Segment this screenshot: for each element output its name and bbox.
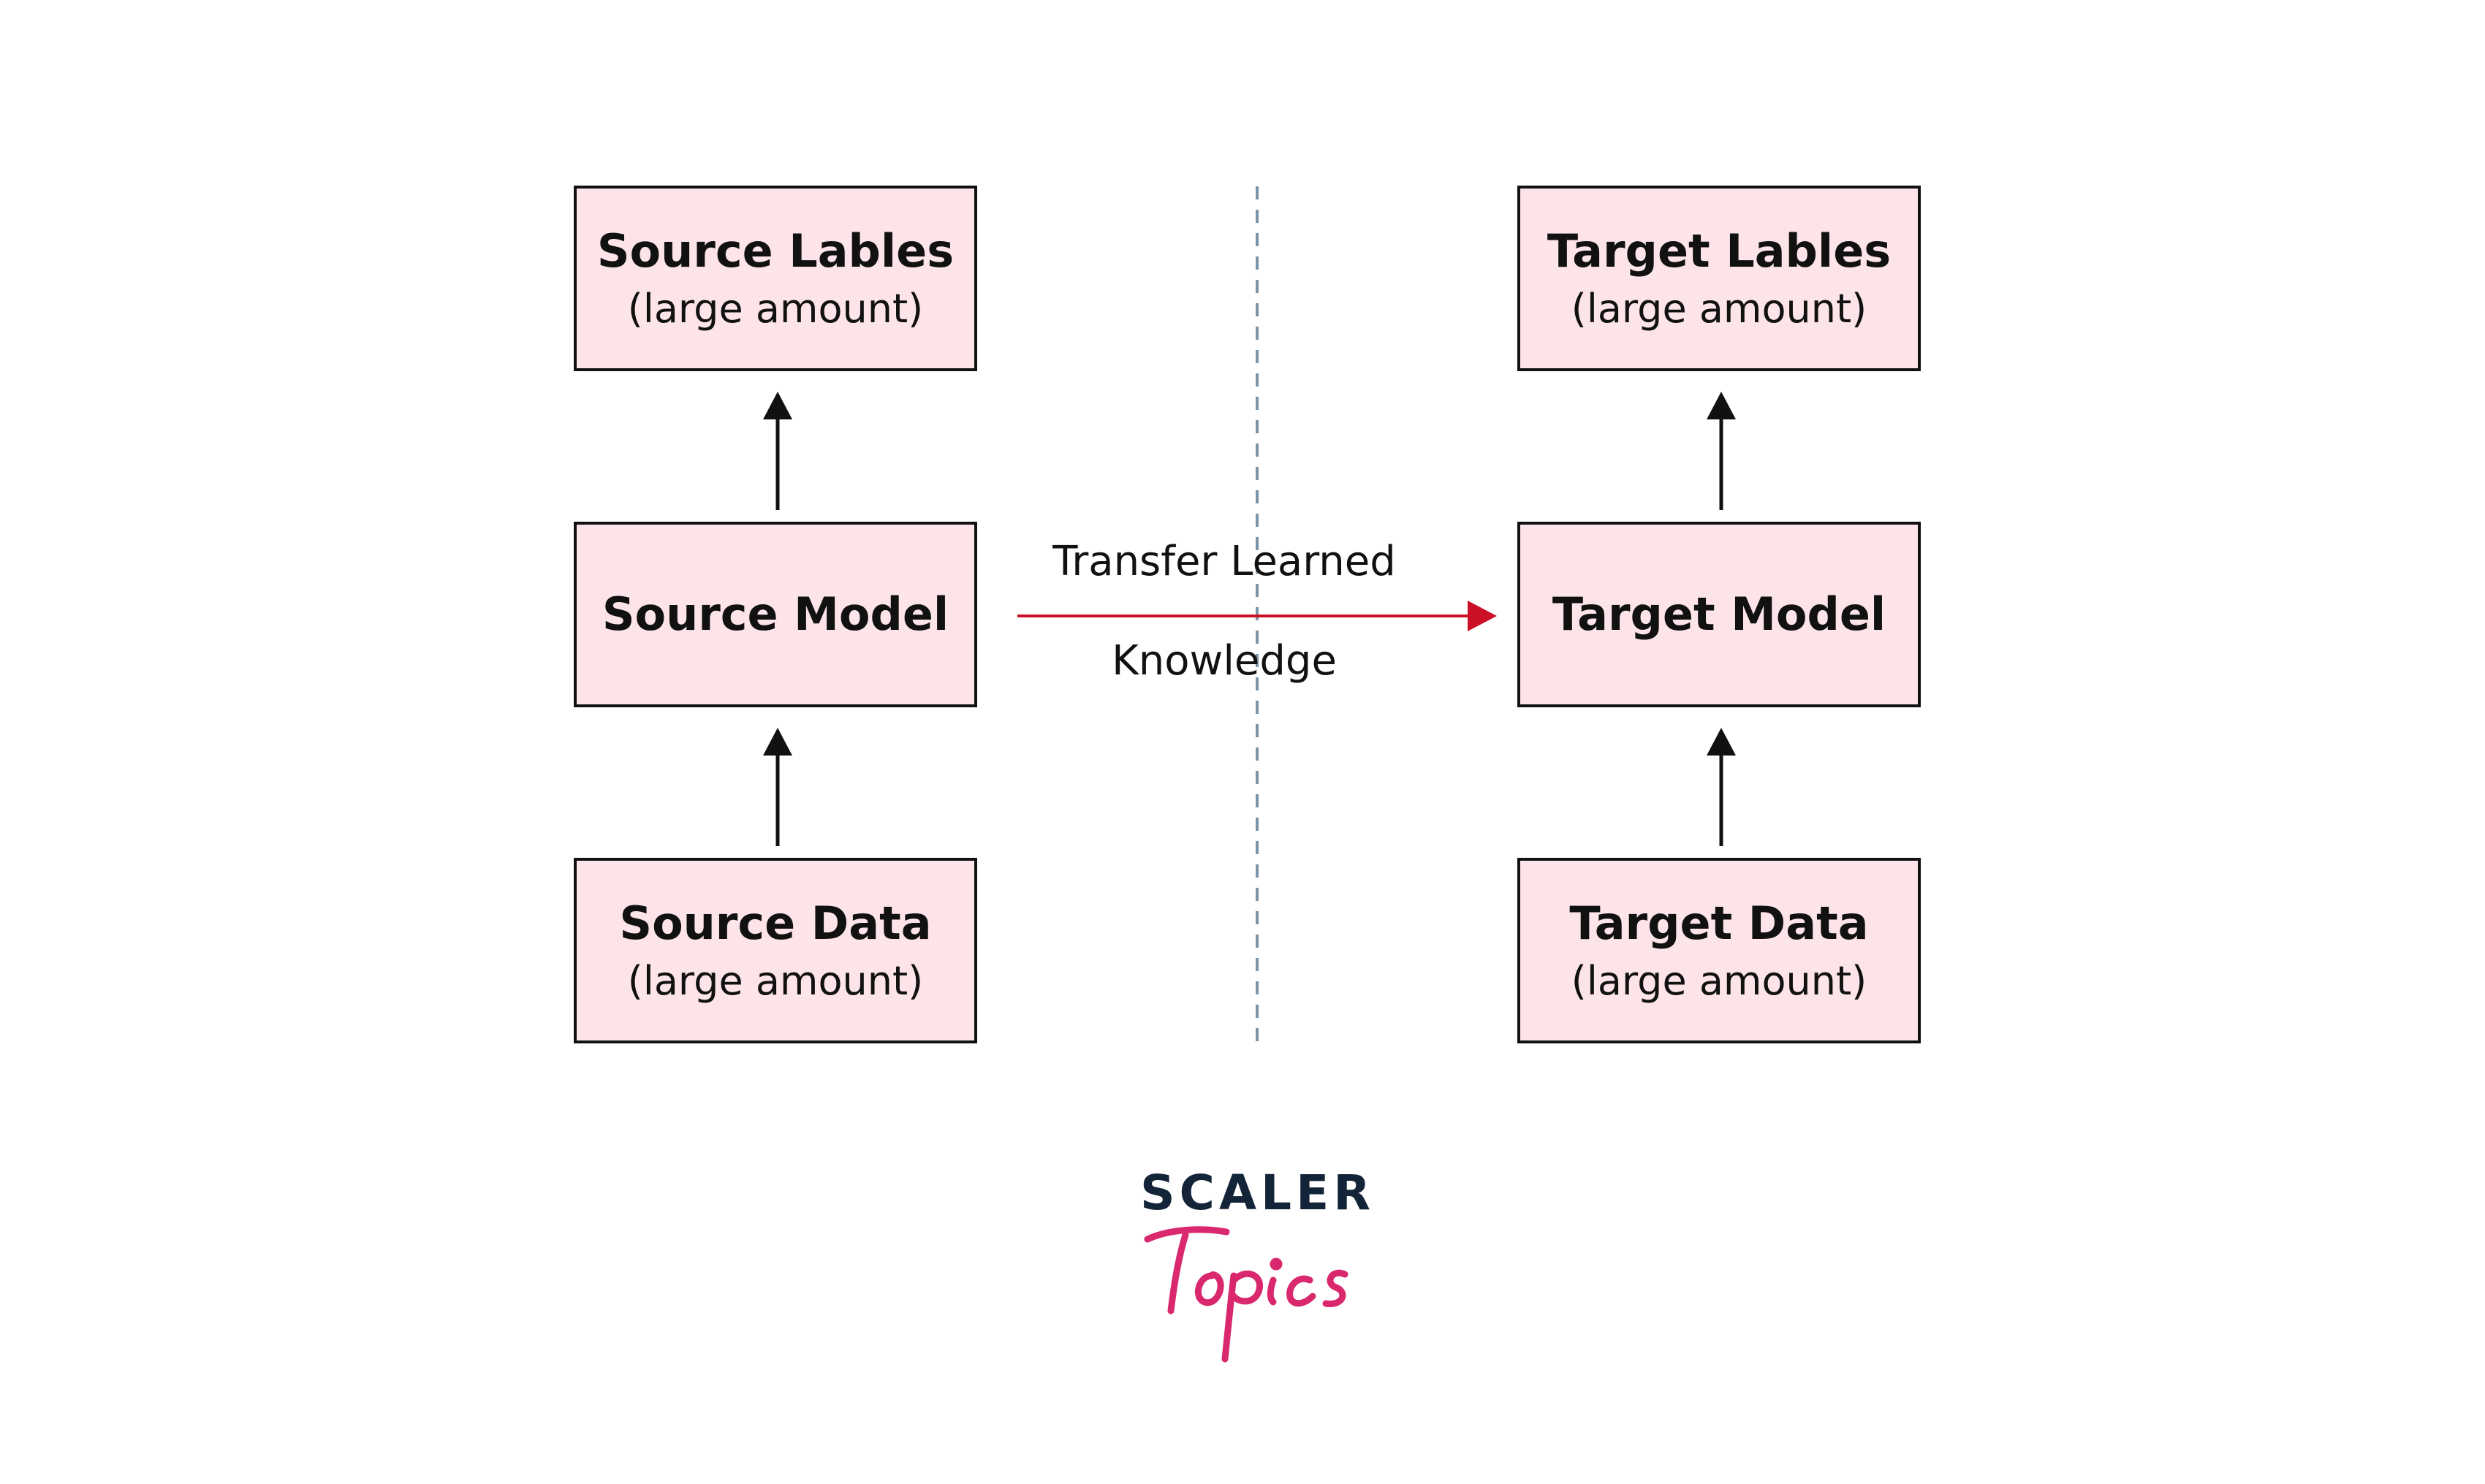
logo-wordmark: SCALER xyxy=(1140,1165,1376,1221)
scaler-topics-logo: SCALER xyxy=(1140,1165,1376,1366)
target-data-title: Target Data xyxy=(1569,897,1869,951)
target-data-to-model-arrow xyxy=(1707,728,1736,846)
source-model-title: Source Model xyxy=(602,587,949,642)
source-data-to-model-arrow xyxy=(763,728,792,846)
transfer-label-line2: Knowledge xyxy=(1112,637,1337,685)
target-labels-box: Target Lables (large amount) xyxy=(1517,186,1921,371)
target-model-title: Target Model xyxy=(1552,587,1886,642)
transfer-label-line1: Transfer Learned xyxy=(1052,538,1396,585)
logo-script-topics xyxy=(1144,1226,1348,1363)
target-model-box: Target Model xyxy=(1517,522,1921,707)
source-labels-subtitle: (large amount) xyxy=(627,285,924,332)
source-data-box: Source Data (large amount) xyxy=(574,858,977,1043)
source-model-to-labels-arrow xyxy=(763,392,792,510)
source-data-title: Source Data xyxy=(619,897,932,951)
source-model-box: Source Model xyxy=(574,522,977,707)
source-labels-title: Source Lables xyxy=(596,224,955,278)
transfer-arrow xyxy=(1017,601,1497,631)
target-data-subtitle: (large amount) xyxy=(1571,957,1867,1004)
target-data-box: Target Data (large amount) xyxy=(1517,858,1921,1043)
source-labels-box: Source Lables (large amount) xyxy=(574,186,977,371)
target-model-to-labels-arrow xyxy=(1707,392,1736,510)
target-labels-title: Target Lables xyxy=(1547,224,1892,278)
source-data-subtitle: (large amount) xyxy=(627,957,924,1004)
target-labels-subtitle: (large amount) xyxy=(1571,285,1867,332)
